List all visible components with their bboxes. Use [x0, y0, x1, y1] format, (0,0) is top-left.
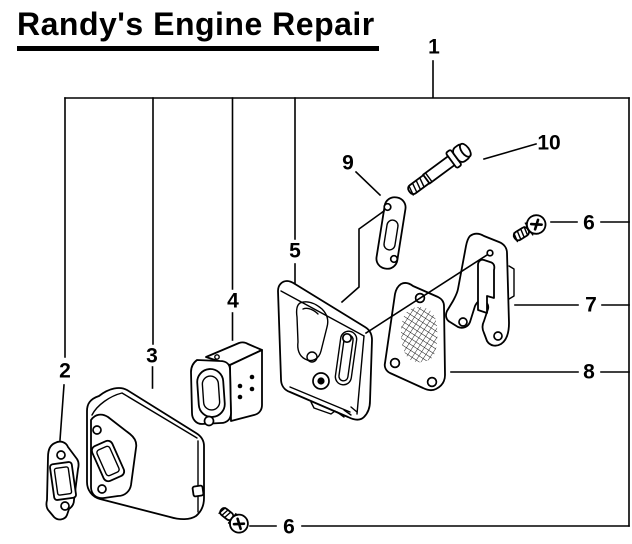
- callout-8-label: 8: [583, 360, 595, 384]
- callout-4-label: 4: [227, 289, 239, 313]
- muffler-body-drawing: [86, 387, 205, 521]
- muffler-bracket-drawing: [445, 232, 515, 347]
- page-title: Randy's Engine Repair: [17, 6, 379, 51]
- muffler-cover-drawing: [277, 280, 373, 421]
- muffler-baffle-drawing: [190, 341, 263, 427]
- callout-6-top-label: 6: [583, 211, 595, 235]
- screw-top-drawing: [512, 214, 547, 243]
- spark-arrestor-screen-drawing: [383, 282, 446, 391]
- callout-leader-lines: [59, 60, 630, 527]
- callout-9-label: 9: [342, 151, 354, 175]
- callout-5-label: 5: [289, 239, 301, 263]
- bolt-drawing: [407, 142, 472, 196]
- callout-3-label: 3: [146, 344, 158, 368]
- screw-bottom-drawing: [218, 507, 249, 534]
- mounting-plate-gasket-drawing: [375, 196, 407, 270]
- exhaust-gasket-drawing: [45, 440, 80, 521]
- callout-6-bottom-label: 6: [283, 515, 295, 539]
- callout-7-label: 7: [585, 293, 597, 317]
- callout-10-label: 10: [537, 131, 561, 155]
- callout-1-label: 1: [428, 35, 440, 59]
- callout-2-label: 2: [59, 359, 71, 383]
